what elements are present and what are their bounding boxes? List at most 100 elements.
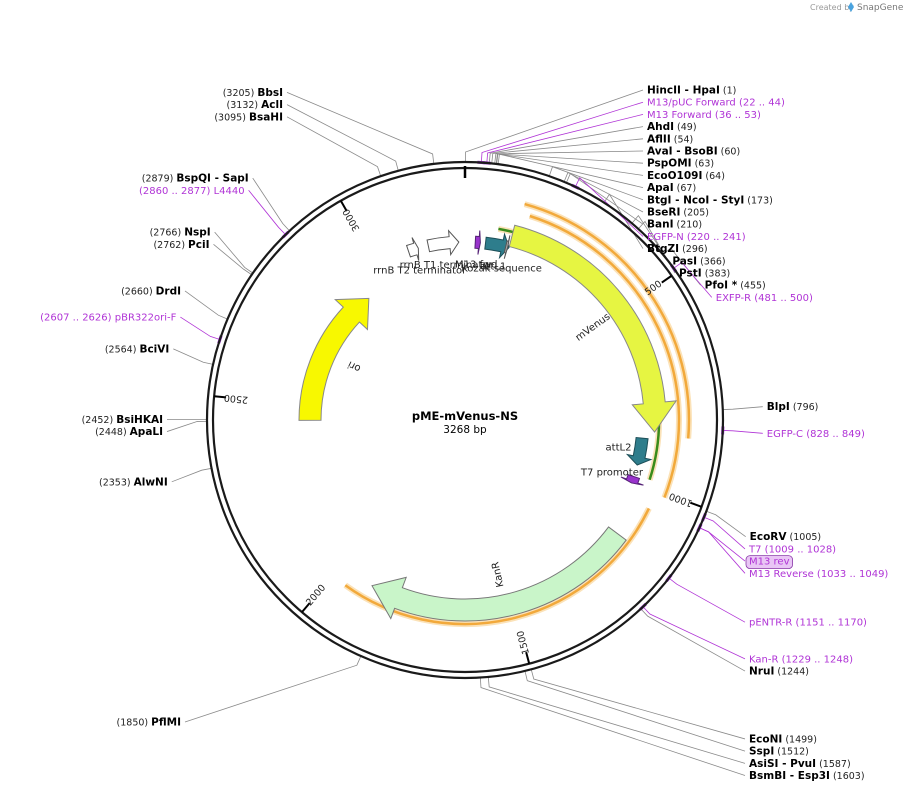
primer-t7[interactable]: T7 (1009 .. 1028)	[748, 544, 836, 555]
feature-rrnb-t2-terminator[interactable]: rrnB T2 terminator	[373, 237, 467, 277]
site-btgi[interactable]: BtgI - NcoI - StyI (173)	[647, 194, 773, 206]
site-btgzi[interactable]: BtgZI (296)	[647, 243, 708, 255]
site-sspi[interactable]: SspI (1512)	[749, 746, 809, 758]
feature-attl2[interactable]: attL2	[606, 436, 653, 466]
primer-box	[745, 555, 793, 570]
tick-label: 3000	[341, 207, 362, 233]
primer-m13-puc-forward[interactable]: M13/pUC Forward (22 .. 44)	[647, 98, 785, 109]
primer-egfp-c[interactable]: EGFP-C (828 .. 849)	[767, 429, 865, 440]
leader-line	[530, 669, 746, 740]
site-drdi[interactable]: (2660) DrdI	[121, 285, 181, 297]
label-text: BtgZI (296)	[647, 243, 708, 255]
label-text: (2448) ApaLI	[95, 426, 163, 438]
site-bsihkai[interactable]: (2452) BsiHKAI	[82, 414, 163, 426]
primer-kan-r[interactable]: Kan-R (1229 .. 1248)	[749, 654, 853, 665]
feature-kozak-sequence[interactable]: Kozak sequence	[461, 235, 542, 274]
feature-shape	[371, 526, 627, 622]
feature-kanr[interactable]: KanR	[371, 526, 627, 622]
site-bani[interactable]: BanI (210)	[647, 219, 702, 231]
site-pspomi[interactable]: PspOMI (63)	[647, 158, 714, 170]
label-text: (2564) BciVI	[105, 343, 169, 355]
label-text: PfoI * (455)	[705, 280, 766, 292]
site-ecorv[interactable]: EcoRV (1005)	[750, 531, 821, 543]
credit-prefix: Created by	[810, 3, 854, 12]
label-text: EcoO109I (64)	[647, 170, 725, 182]
site-pflmi[interactable]: (1850) PflMI	[117, 716, 181, 728]
site-acli[interactable]: (3132) AclI	[227, 99, 283, 111]
leader-line	[480, 101, 644, 163]
leader-line	[184, 290, 228, 320]
leader-line	[479, 677, 746, 776]
feature-t7-promoter[interactable]: T7 promoter	[580, 467, 644, 486]
primer-m13-rev[interactable]: M13 rev	[745, 555, 793, 570]
label-text: (3095) BsaHI	[214, 111, 283, 123]
plasmid-name: pME-mVenus-NS	[412, 409, 518, 423]
backbone	[205, 160, 725, 680]
feature-label: ori	[346, 358, 363, 374]
leader-line	[184, 655, 362, 723]
leader-line	[699, 527, 746, 562]
site-bsmbi[interactable]: BsmBI - Esp3I (1603)	[749, 770, 865, 782]
feature-m13-fwd[interactable]: M13 fwd	[455, 230, 497, 271]
leader-line	[486, 114, 644, 163]
label-text: EGFP-C (828 .. 849)	[767, 429, 865, 440]
feature-mvenus[interactable]: mVenus	[508, 224, 678, 433]
site-bbsi[interactable]: (3205) BbsI	[223, 87, 283, 99]
site-pfoi[interactable]: PfoI * (455)	[705, 280, 766, 292]
credit-brand: SnapGene	[857, 3, 904, 13]
primer-l4440[interactable]: (2860 .. 2877) L4440	[139, 186, 245, 197]
site-bsahi[interactable]: (3095) BsaHI	[214, 111, 283, 123]
site-bseri[interactable]: BseRI (205)	[647, 207, 709, 219]
feature-rrnb-t1-terminator[interactable]: rrnB T1 terminator	[400, 229, 494, 271]
site-asisi[interactable]: AsiSI - PvuI (1587)	[749, 758, 851, 770]
primer-m13-reverse[interactable]: M13 Reverse (1033 .. 1049)	[749, 569, 888, 580]
site-nspi[interactable]: (2766) NspI	[150, 227, 211, 239]
site-aflii[interactable]: AflII (54)	[647, 133, 693, 145]
leader-line	[548, 166, 644, 201]
label-text: (3205) BbsI	[223, 87, 283, 99]
primer-pbr322ori-f[interactable]: (2607 .. 2626) pBR322ori-F	[40, 313, 176, 324]
site-nrui[interactable]: NruI (1244)	[749, 666, 809, 678]
orf-arc	[524, 202, 691, 439]
primer-pentr-r[interactable]: pENTR-R (1151 .. 1170)	[749, 618, 867, 629]
leader-line	[722, 430, 763, 434]
site-avai[interactable]: AvaI - BsoBI (60)	[647, 146, 740, 158]
site-pasi[interactable]: PasI (366)	[672, 255, 725, 267]
site-apai[interactable]: ApaI (67)	[647, 182, 696, 194]
feature-ori[interactable]: ori	[298, 297, 370, 421]
site-bcivi[interactable]: (2564) BciVI	[105, 343, 169, 355]
site-ahdi[interactable]: AhdI (49)	[647, 121, 697, 133]
site-ecoo109i[interactable]: EcoO109I (64)	[647, 170, 725, 182]
feature-shape	[474, 230, 481, 255]
site-psti[interactable]: PstI (383)	[679, 268, 730, 280]
feature-label: Kozak sequence	[461, 263, 542, 274]
site-hincii[interactable]: HincII - HpaI (1)	[647, 85, 736, 97]
label-text: BlpI (796)	[767, 401, 819, 413]
backbone-outer	[205, 160, 725, 680]
leader-line	[631, 214, 669, 262]
feature-shape	[426, 229, 460, 257]
label-text: BtgI - NcoI - StyI (173)	[647, 194, 773, 206]
label-text: ApaI (67)	[647, 182, 696, 194]
leader-line	[524, 670, 746, 752]
feature-label: rrnB T2 terminator	[373, 266, 467, 277]
label-text: (2607 .. 2626) pBR322ori-F	[40, 313, 176, 324]
feature-shape	[405, 237, 420, 261]
primer-exfp-r[interactable]: EXFP-R (481 .. 500)	[716, 293, 813, 304]
leader-line	[213, 244, 252, 276]
leader-line	[173, 348, 214, 365]
site-apali[interactable]: (2448) ApaLI	[95, 426, 163, 438]
label-text: AhdI (49)	[647, 121, 697, 133]
site-alwni[interactable]: (2353) AlwNI	[99, 476, 168, 488]
primer-egfp-n[interactable]: EGFP-N (220 .. 241)	[647, 232, 746, 243]
label-text: BanI (210)	[647, 219, 702, 231]
label-text: PspOMI (63)	[647, 158, 714, 170]
site-bspqi[interactable]: (2879) BspQI - SapI	[142, 173, 249, 185]
primer-m13-forward[interactable]: M13 Forward (36 .. 53)	[647, 110, 761, 121]
site-econi[interactable]: EcoNI (1499)	[749, 733, 817, 745]
site-blpi[interactable]: BlpI (796)	[767, 401, 819, 413]
tick-mark	[525, 651, 531, 664]
leader-line	[286, 104, 399, 171]
site-pcii[interactable]: (2762) PciI	[153, 239, 209, 251]
